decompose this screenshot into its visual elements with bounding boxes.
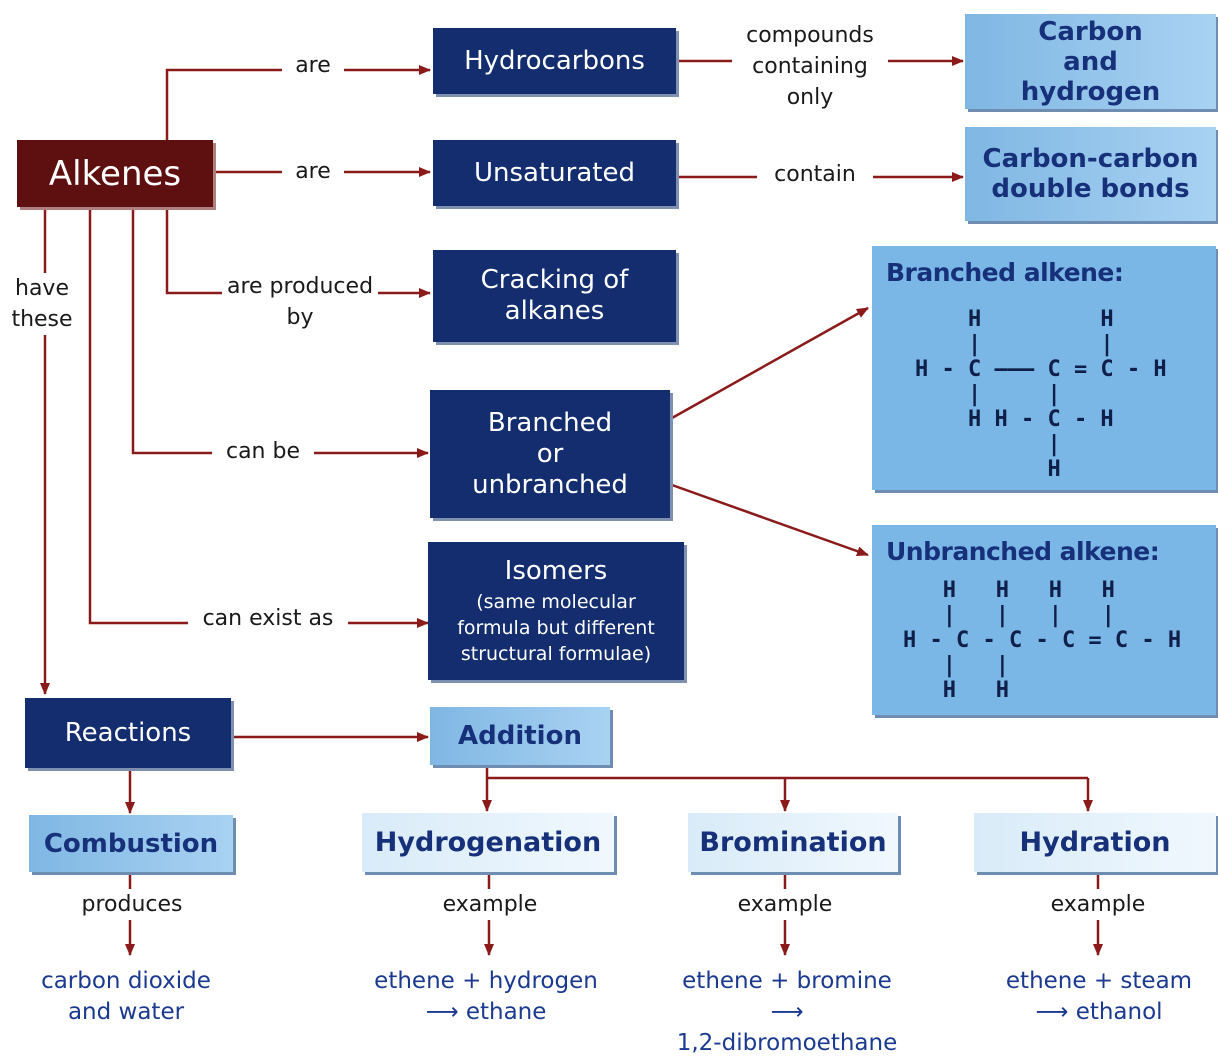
example-label-bromination: example	[730, 889, 840, 920]
reactions-node: Reactions	[25, 698, 231, 768]
hydrogenation-result-line-1: ethene + hydrogen	[374, 968, 598, 994]
example-label-hydration: example	[1043, 889, 1153, 920]
have-these-label: have these	[6, 273, 78, 335]
branched-alkene-title: Branched alkene:	[886, 258, 1124, 287]
cracking-label: Cracking of alkanes	[480, 265, 629, 326]
unsaturated-node: Unsaturated	[433, 140, 676, 206]
hydrogenation-label: Hydrogenation	[374, 827, 602, 858]
hydrogenation-result: ethene + hydrogen ⟶ ethane	[362, 966, 610, 1028]
addition-node: Addition	[430, 707, 610, 765]
are-produced-by-label: are produced by	[222, 271, 378, 333]
reactions-label: Reactions	[64, 717, 192, 748]
bromination-result-line-1: ethene + bromine	[682, 968, 892, 994]
bromination-result-line-2: ⟶	[770, 999, 804, 1025]
unbranched-alkene-panel: Unbranched alkene:	[872, 525, 1216, 715]
unbranched-alkene-formula: H H H H | | | | H - C - C - C = C - H | …	[903, 578, 1182, 703]
branched-unbranched-node: Branched or unbranched	[430, 390, 670, 518]
branched-alkene-panel: Branched alkene:	[872, 246, 1216, 490]
alkenes-label: Alkenes	[48, 153, 182, 194]
carbon-hydrogen-node: Carbon and hydrogen	[965, 14, 1216, 109]
can-exist-as-label: can exist as	[188, 603, 348, 634]
hydration-label: Hydration	[1019, 827, 1171, 858]
can-be-label: can be	[212, 436, 314, 467]
hydrocarbons-node: Hydrocarbons	[433, 28, 676, 94]
are-label-1: are	[282, 50, 344, 81]
compounds-containing-only-label: compounds containing only	[732, 20, 888, 113]
hydrogenation-result-line-2: ⟶ ethane	[425, 999, 547, 1025]
carbon-hydrogen-label: Carbon and hydrogen	[1020, 16, 1161, 107]
isomers-label: Isomers	[504, 555, 608, 586]
cc-double-bonds-node: Carbon-carbon double bonds	[965, 127, 1216, 221]
isomers-node: Isomers (same molecular formula but diff…	[428, 542, 684, 680]
combustion-result-line-1: carbon dioxide	[41, 968, 211, 994]
alkenes-node: Alkenes	[17, 140, 213, 207]
hydration-node: Hydration	[974, 813, 1216, 872]
unbranched-alkene-title: Unbranched alkene:	[886, 537, 1160, 566]
hydration-result-line-1: ethene + steam	[1005, 968, 1193, 994]
bromination-node: Bromination	[688, 813, 898, 872]
contain-label: contain	[757, 159, 873, 190]
unsaturated-label: Unsaturated	[474, 157, 635, 188]
combustion-result-line-2: and water	[67, 999, 185, 1025]
hydrocarbons-label: Hydrocarbons	[464, 45, 645, 76]
branched-alkene-formula: H H | | H - C ——— C = C - H | | H H - C …	[915, 307, 1167, 482]
bromination-result: ethene + bromine ⟶ 1,2-dibromoethane	[668, 966, 906, 1059]
produces-label: produces	[73, 889, 191, 920]
example-label-hydrogenation: example	[435, 889, 545, 920]
cracking-node: Cracking of alkanes	[433, 250, 676, 342]
cc-double-bonds-label: Carbon-carbon double bonds	[982, 144, 1199, 204]
combustion-node: Combustion	[29, 815, 233, 872]
combustion-result: carbon dioxide and water	[28, 966, 224, 1028]
hydration-result-line-2: ⟶ ethanol	[1035, 999, 1163, 1025]
combustion-label: Combustion	[43, 828, 219, 859]
hydrogenation-node: Hydrogenation	[362, 813, 614, 872]
addition-label: Addition	[458, 721, 582, 751]
isomers-note: (same molecular formula but different st…	[457, 590, 655, 665]
branched-unbranched-label: Branched or unbranched	[472, 407, 628, 500]
hydration-result: ethene + steam ⟶ ethanol	[990, 966, 1208, 1028]
bromination-label: Bromination	[699, 827, 887, 858]
are-label-2: are	[282, 156, 344, 187]
bromination-result-line-3: 1,2-dibromoethane	[676, 1030, 898, 1056]
